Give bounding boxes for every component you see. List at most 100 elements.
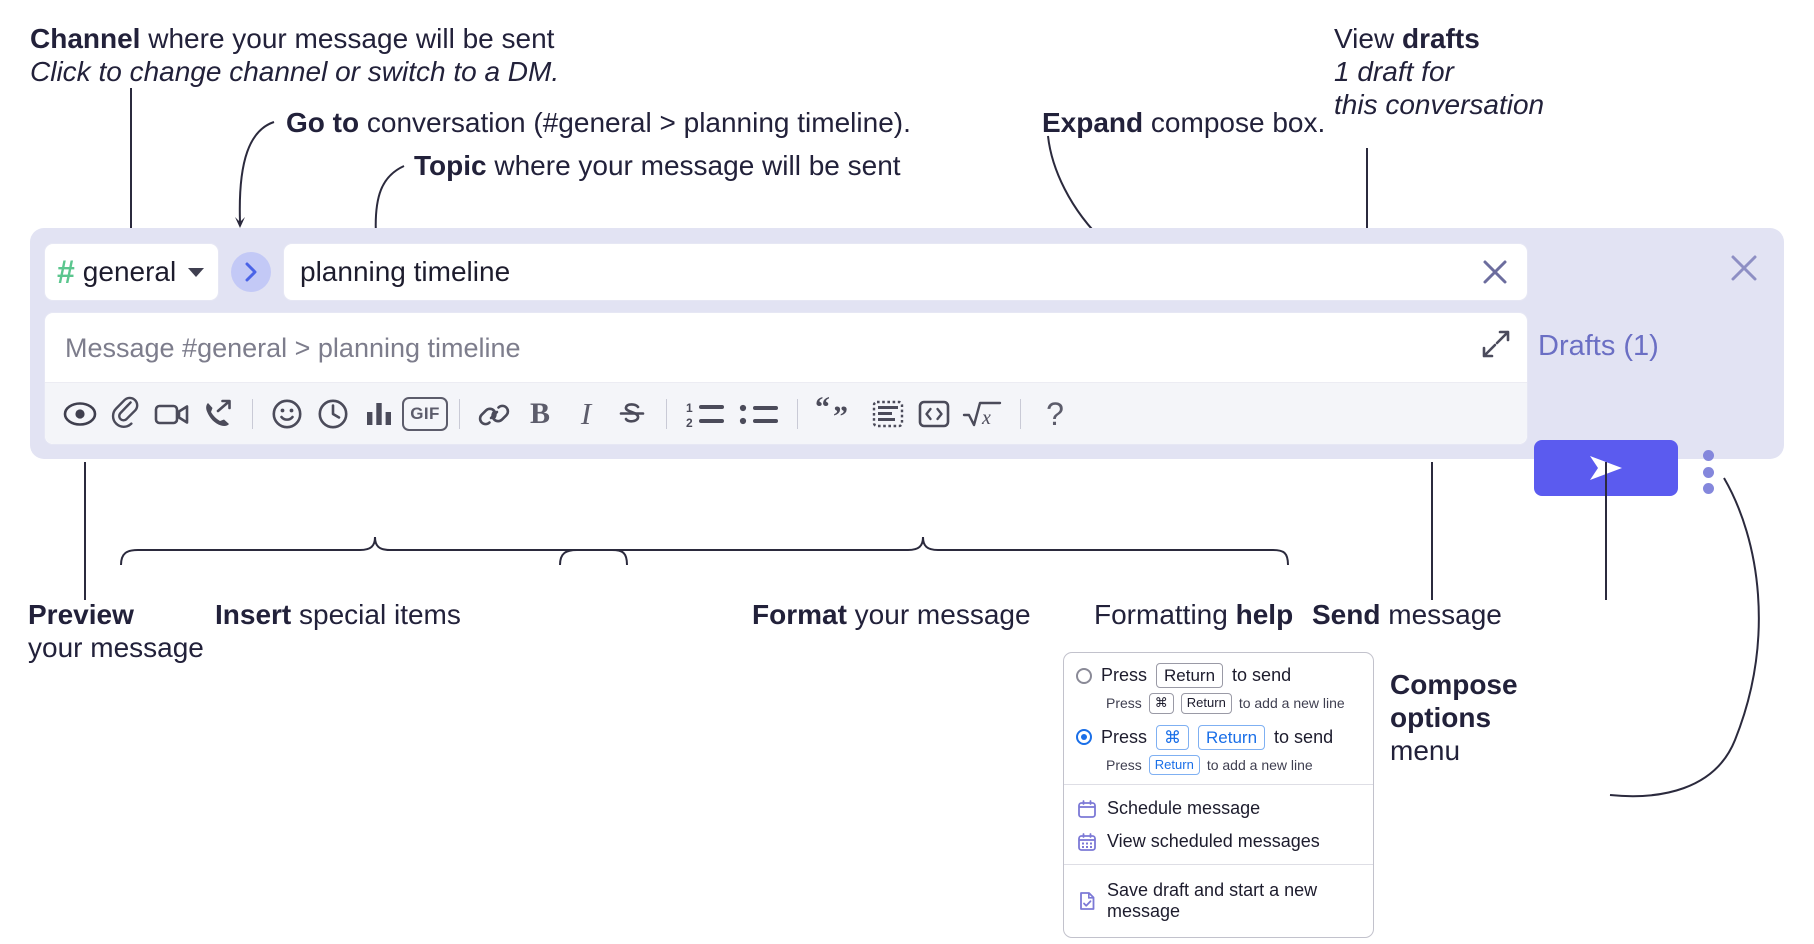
compose-panel: # general planning timeline Message #gen… [30,228,1784,459]
annotation-send: Send message [1312,598,1502,631]
annotation-preview-bold: Preview [28,599,134,630]
annotation-drafts-bold: drafts [1401,23,1480,54]
menu-item-view-scheduled[interactable]: View scheduled messages [1064,825,1373,858]
option-suffix: to send [1274,726,1334,747]
toolbar-separator [252,398,253,429]
clock-icon[interactable] [310,391,356,437]
toolbar-separator [797,398,798,429]
option-row[interactable]: Press Return to send [1076,663,1361,689]
topic-value: planning timeline [300,256,511,287]
menu-item-save-draft[interactable]: Save draft and start a new message [1064,871,1373,928]
menu-item-label: Schedule message [1107,798,1261,818]
option-subtext: Press ⌘ Return to add a new line [1106,693,1361,714]
close-icon[interactable] [1726,250,1762,286]
annotation-goto-rest: conversation (#general > planning timeli… [359,107,911,138]
annotation-channel-rest: where your message will be sent [140,23,555,54]
svg-text:1: 1 [686,401,693,415]
annotation-send-rest: message [1380,599,1502,630]
annotation-compose-options: Compose options menu [1390,668,1518,767]
topic-input[interactable]: planning timeline [283,243,1528,301]
formatting-toolbar: GIF B I 1 2 [45,382,1527,444]
emoji-icon[interactable] [264,391,310,437]
audio-call-icon[interactable] [195,391,241,437]
strikethrough-icon[interactable] [609,391,655,437]
ordered-list-icon[interactable]: 1 2 [678,391,732,437]
bold-glyph: B [529,396,550,430]
gif-icon[interactable]: GIF [402,391,448,437]
annotation-format: Format your message [752,598,1031,631]
drafts-link[interactable]: Drafts (1) [1538,330,1659,362]
italic-glyph: I [580,395,592,431]
math-icon[interactable]: x [957,391,1009,437]
annotation-channel-bold: Channel [30,23,141,54]
compose-header-row: # general planning timeline [44,242,1528,302]
code-block-icon[interactable] [865,391,911,437]
attachment-icon[interactable] [103,391,149,437]
italic-icon[interactable]: I [563,391,609,437]
menu-item-label: View scheduled messages [1107,831,1320,851]
menu-group-schedule: Schedule message View scheduled messages [1064,785,1373,864]
annotation-help-lead: Formatting [1094,599,1236,630]
annotation-help-bold: help [1235,599,1294,630]
menu-group-draft: Save draft and start a new message [1064,865,1373,937]
annotation-drafts-sub1: 1 draft for [1334,56,1454,88]
bold-icon[interactable]: B [517,391,563,437]
dot [1702,483,1714,494]
annotation-format-bold: Format [752,599,847,630]
annotation-channel-sub: Click to change channel or switch to a D… [30,56,560,88]
hash-icon: # [57,254,75,290]
blockquote-icon[interactable]: “ ” [809,391,865,437]
annotation-help: Formatting help [1094,598,1293,631]
calendar-icon [1076,798,1097,819]
option-suffix: to send [1232,665,1292,686]
option-row[interactable]: Press ⌘ Return to send [1076,724,1361,750]
menu-item-schedule-message[interactable]: Schedule message [1064,789,1373,825]
link-icon[interactable] [471,391,517,437]
annotation-goto-bold: Go to [286,107,360,138]
send-option-return[interactable]: Press Return to send Press ⌘ Return to a… [1064,653,1373,723]
svg-text:2: 2 [686,416,693,430]
radio-unselected[interactable] [1076,667,1092,684]
radio-selected[interactable] [1076,729,1092,746]
menu-divider [1064,784,1373,785]
gif-label: GIF [402,396,448,431]
option-prefix: Press [1101,665,1148,686]
help-icon[interactable]: ? [1032,391,1078,437]
annotation-topic: Topic where your message will be sent [414,149,901,182]
inline-code-icon[interactable] [911,391,957,437]
poll-icon[interactable] [356,391,402,437]
key-return: Return [1148,754,1200,775]
option-sub-suffix: to add a new line [1238,695,1345,712]
message-input[interactable]: Message #general > planning timeline [44,312,1528,445]
annotation-compose-options-rest: menu [1390,735,1461,767]
option-sub-prefix: Press [1106,695,1142,712]
expand-icon[interactable] [1479,327,1513,361]
channel-name: general [82,256,177,287]
annotation-insert: Insert special items [215,598,461,631]
annotation-compose-options-bold1: Compose [1390,669,1518,700]
compose-inner: # general planning timeline Message #gen… [44,242,1528,445]
toolbar-separator [1020,398,1021,429]
bulleted-list-icon[interactable] [732,391,786,437]
annotation-goto: Go to conversation (#general > planning … [286,106,911,139]
annotation-drafts-lead: View [1334,23,1402,54]
send-option-cmd-return[interactable]: Press ⌘ Return to send Press Return to a… [1064,723,1373,785]
compose-options-menu: Press Return to send Press ⌘ Return to a… [1063,652,1374,938]
annotation-topic-rest: where your message will be sent [486,150,901,181]
svg-text:“: “ [815,391,830,424]
video-icon[interactable] [149,391,195,437]
close-icon[interactable] [1477,254,1513,290]
channel-select[interactable]: # general [44,243,219,301]
toolbar-separator [666,398,667,429]
go-to-conversation-button[interactable] [231,252,271,292]
toolbar-separator [459,398,460,429]
dot [1702,466,1714,478]
preview-icon[interactable] [57,391,103,437]
chevron-down-icon [188,267,204,277]
option-subtext: Press Return to add a new line [1106,754,1361,775]
annotation-preview-sub: your message [28,632,204,664]
annotation-expand: Expand compose box. [1042,106,1325,139]
compose-options-button[interactable] [1700,450,1716,494]
annotation-expand-rest: compose box. [1143,107,1326,138]
